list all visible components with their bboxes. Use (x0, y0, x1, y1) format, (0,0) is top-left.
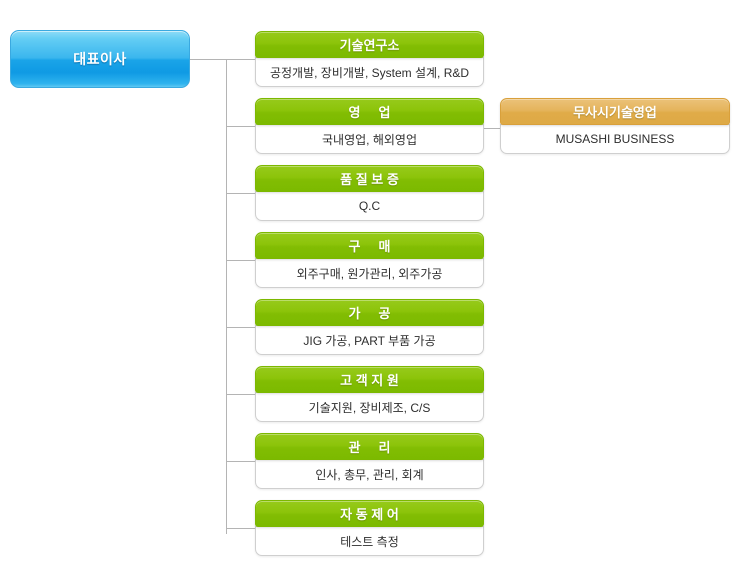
connector-branch-6 (226, 394, 256, 395)
dept-header-7: 관 리 (255, 433, 484, 460)
dept-title-7: 관 리 (348, 440, 391, 455)
dept-title-5: 가 공 (348, 306, 391, 321)
dept-title-6: 고 객 지 원 (340, 373, 399, 388)
subdept-node-musashi[interactable]: 무사시기술영업 MUSASHI BUSINESS (500, 98, 730, 154)
dept-title-2: 영 업 (348, 105, 391, 120)
dept-body-3: Q.C (255, 191, 484, 221)
dept-node-5[interactable]: 가 공 JIG 가공, PART 부품 가공 (255, 299, 484, 355)
dept-node-4[interactable]: 구 매 외주구매, 원가관리, 외주가공 (255, 232, 484, 288)
dept-header-3: 품 질 보 증 (255, 165, 484, 192)
connector-branch-3 (226, 193, 256, 194)
subdept-header-musashi: 무사시기술영업 (500, 98, 730, 125)
dept-header-8: 자 동 제 어 (255, 500, 484, 527)
dept-desc-8: 테스트 측정 (340, 534, 399, 549)
dept-node-7[interactable]: 관 리 인사, 총무, 관리, 회계 (255, 433, 484, 489)
dept-desc-5: JIG 가공, PART 부품 가공 (303, 333, 436, 348)
dept-node-6[interactable]: 고 객 지 원 기술지원, 장비제조, C/S (255, 366, 484, 422)
dept-node-8[interactable]: 자 동 제 어 테스트 측정 (255, 500, 484, 556)
dept-title-8: 자 동 제 어 (340, 507, 399, 522)
dept-desc-7: 인사, 총무, 관리, 회계 (315, 467, 424, 482)
dept-header-1: 기술연구소 (255, 31, 484, 58)
dept-desc-4: 외주구매, 원가관리, 외주가공 (296, 266, 443, 281)
dept-body-5: JIG 가공, PART 부품 가공 (255, 325, 484, 355)
dept-desc-3: Q.C (358, 199, 381, 213)
subdept-body-musashi: MUSASHI BUSINESS (500, 124, 730, 154)
dept-body-4: 외주구매, 원가관리, 외주가공 (255, 258, 484, 288)
dept-body-7: 인사, 총무, 관리, 회계 (255, 459, 484, 489)
root-node-ceo[interactable]: 대표이사 (10, 30, 190, 88)
dept-header-5: 가 공 (255, 299, 484, 326)
dept-header-4: 구 매 (255, 232, 484, 259)
subdept-title-musashi: 무사시기술영업 (573, 105, 657, 120)
dept-desc-6: 기술지원, 장비제조, C/S (308, 400, 431, 415)
subdept-desc-musashi: MUSASHI BUSINESS (555, 132, 675, 146)
dept-desc-1: 공정개발, 장비개발, System 설계, R&D (269, 65, 470, 80)
dept-body-2: 국내영업, 해외영업 (255, 124, 484, 154)
connector-branch-1 (226, 59, 256, 60)
connector-branch-7 (226, 461, 256, 462)
dept-body-1: 공정개발, 장비개발, System 설계, R&D (255, 57, 484, 87)
dept-node-3[interactable]: 품 질 보 증 Q.C (255, 165, 484, 221)
connector-vertical-spine (226, 59, 227, 534)
connector-root-horizontal (190, 59, 255, 60)
connector-sales-to-musashi (484, 128, 501, 129)
connector-branch-4 (226, 260, 256, 261)
dept-body-6: 기술지원, 장비제조, C/S (255, 392, 484, 422)
connector-branch-8 (226, 528, 256, 529)
dept-title-4: 구 매 (348, 239, 391, 254)
dept-header-6: 고 객 지 원 (255, 366, 484, 393)
dept-body-8: 테스트 측정 (255, 526, 484, 556)
dept-title-3: 품 질 보 증 (340, 172, 399, 187)
dept-title-1: 기술연구소 (339, 38, 400, 53)
root-node-label: 대표이사 (73, 51, 127, 67)
dept-header-2: 영 업 (255, 98, 484, 125)
dept-node-2[interactable]: 영 업 국내영업, 해외영업 (255, 98, 484, 154)
connector-branch-5 (226, 327, 256, 328)
dept-node-1[interactable]: 기술연구소 공정개발, 장비개발, System 설계, R&D (255, 31, 484, 87)
dept-desc-2: 국내영업, 해외영업 (322, 132, 417, 147)
connector-branch-2 (226, 126, 256, 127)
